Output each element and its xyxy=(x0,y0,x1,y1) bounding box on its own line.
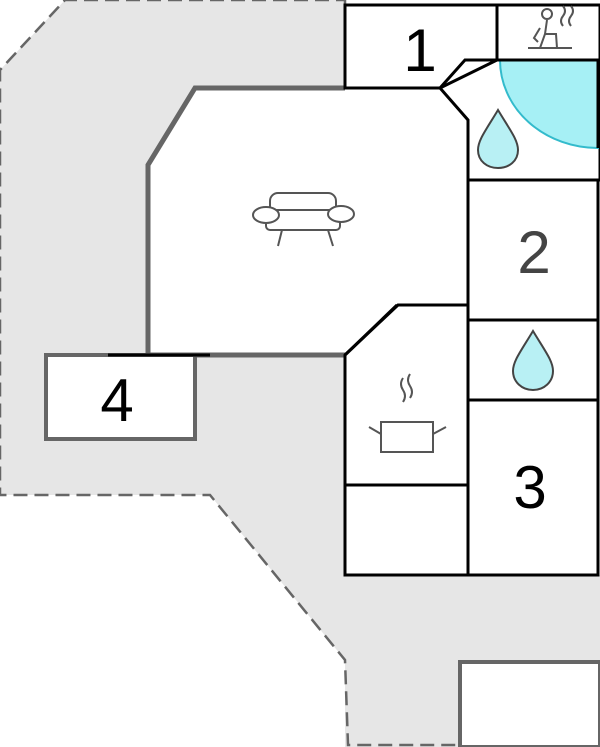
water-drop-icon xyxy=(476,108,520,170)
sauna-room xyxy=(495,3,600,62)
kitchen-storage xyxy=(343,483,470,577)
sofa-icon xyxy=(252,192,355,247)
room-2-number: 2 xyxy=(517,219,550,286)
pool xyxy=(498,59,599,150)
room-3-number: 3 xyxy=(513,454,546,521)
bath-1-diagonal-wall xyxy=(438,58,600,89)
room-1-number: 1 xyxy=(403,17,436,84)
cooking-pot-icon xyxy=(368,373,447,453)
door-swing xyxy=(343,303,399,357)
room-2 xyxy=(466,178,600,322)
room-4-number: 4 xyxy=(100,367,133,434)
building-walls xyxy=(343,3,600,577)
living-room-wall xyxy=(145,85,345,355)
water-drop-icon xyxy=(511,329,555,392)
room-4 xyxy=(44,353,197,441)
room-3 xyxy=(466,398,600,577)
sauna-icon xyxy=(528,5,574,49)
outbuilding xyxy=(458,660,600,747)
